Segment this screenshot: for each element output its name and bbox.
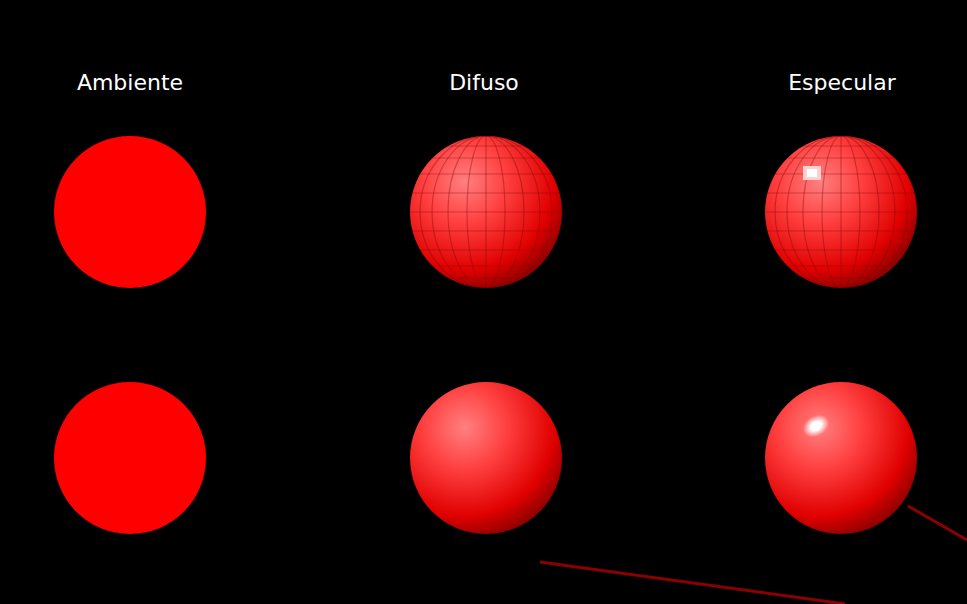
- specular-faceted-sphere: [765, 136, 917, 288]
- column-title: Difuso: [449, 70, 519, 96]
- column-title: Especular: [788, 70, 896, 96]
- leader-line: [908, 506, 967, 540]
- column-title: Ambiente: [77, 70, 183, 96]
- specular-smooth-sphere: [765, 382, 917, 534]
- ambient-sphere: [54, 136, 206, 288]
- ambient-sphere: [54, 382, 206, 534]
- leader-line: [540, 562, 845, 604]
- diffuse-smooth-sphere: [410, 382, 562, 534]
- diffuse-faceted-sphere: [410, 136, 562, 288]
